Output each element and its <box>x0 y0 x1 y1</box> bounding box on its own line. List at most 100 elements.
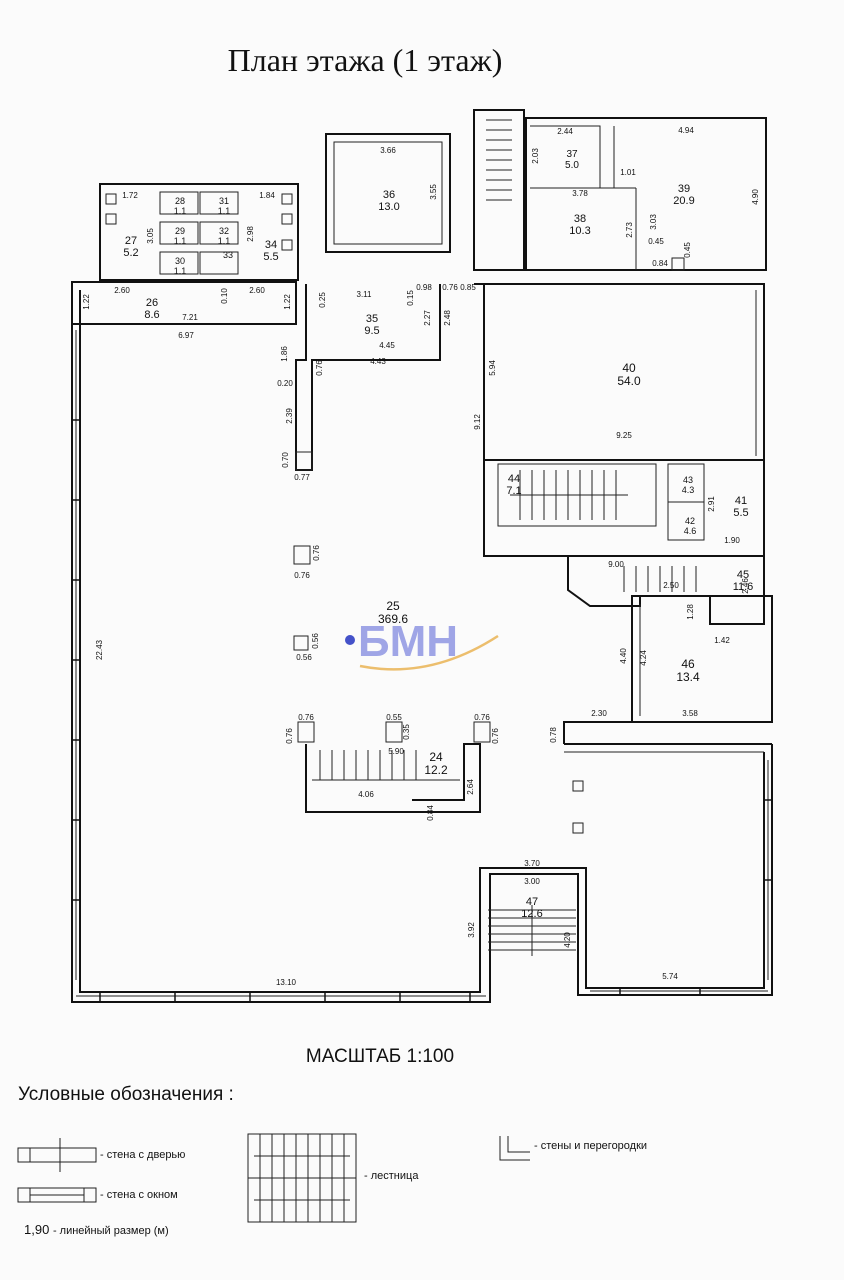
room-area: 1.1 <box>174 206 187 216</box>
room-number: 28 <box>175 196 185 206</box>
dimension-label: 3.58 <box>682 709 698 718</box>
dimension-label: 4.06 <box>358 790 374 799</box>
room-37: 375.0 <box>565 149 579 171</box>
dimension-label: 0.70 <box>281 452 290 468</box>
dimension-label: 0.76 <box>474 713 490 722</box>
room-number: 35 <box>366 313 378 325</box>
stair-24-walls <box>305 743 481 813</box>
dimension-label: 3.03 <box>649 214 658 230</box>
dimension-label: 4.94 <box>678 126 694 135</box>
room-area: 12.2 <box>424 763 448 777</box>
room-number: 44 <box>508 473 520 485</box>
dimension-label: 3.11 <box>357 290 373 299</box>
room-labels: 3613.0375.03810.33920.9275.2281.1291.130… <box>123 149 753 920</box>
columns <box>293 545 491 743</box>
dimension-label: 4.40 <box>619 648 628 664</box>
room-number: 27 <box>125 235 137 247</box>
stair-44-walls <box>483 459 765 557</box>
room-26-walls <box>71 281 297 325</box>
dimension-label: 13.10 <box>276 978 297 987</box>
dimension-label: 0.76 <box>442 283 458 292</box>
room-area: 4.3 <box>682 485 695 495</box>
room-number: 46 <box>681 657 695 671</box>
dimension-labels: 3.663.552.442.031.013.782.733.034.944.90… <box>82 126 760 987</box>
dimension-label: 2.48 <box>443 310 452 326</box>
rooms-37-38-39-walls <box>525 117 767 271</box>
dimension-label: 2.60 <box>114 286 130 295</box>
dimension-label: 3.66 <box>380 146 396 155</box>
room-number: 47 <box>526 896 538 908</box>
room-46-walls <box>631 595 773 723</box>
dimension-label: 1.01 <box>620 168 636 177</box>
dimension-label: 1.22 <box>82 294 91 310</box>
dimension-label: 0.76 <box>312 545 321 561</box>
dimension-label: 0.76 <box>315 360 324 376</box>
room-area: 54.0 <box>617 374 641 388</box>
room-number: 36 <box>383 189 395 201</box>
room-number: 25 <box>386 599 400 613</box>
legend-door-wall-symbol <box>17 1138 97 1172</box>
dimension-label: 1.22 <box>283 294 292 310</box>
dimension-label: 0.15 <box>406 290 415 306</box>
dimension-label: 0.77 <box>294 473 310 482</box>
dimension-label: 2.73 <box>625 222 634 238</box>
room-number: 43 <box>683 475 693 485</box>
dimension-label: 9.00 <box>608 560 624 569</box>
room-number: 42 <box>685 516 695 526</box>
dimension-label: 0.76 <box>491 728 500 744</box>
room-area: 5.5 <box>263 251 278 263</box>
room-number: 29 <box>175 226 185 236</box>
dimension-label: 0.84 <box>426 805 435 821</box>
dimension-label: 2.91 <box>707 496 716 512</box>
dimension-label: 0.10 <box>220 288 229 304</box>
dimension-label: 2.30 <box>591 709 607 718</box>
room-28: 281.1 <box>174 196 187 216</box>
svg-text:БМН: БМН <box>358 617 458 666</box>
room-number: 33 <box>223 250 233 260</box>
stair-shaft-top <box>473 109 525 271</box>
room-area: 8.6 <box>144 309 159 321</box>
dimension-label: 2.98 <box>246 226 255 242</box>
room-area: 13.4 <box>676 670 700 684</box>
dimension-label: 4.24 <box>639 650 648 666</box>
dimension-label: 2.39 <box>285 408 294 424</box>
dimension-label: 0.84 <box>652 259 668 268</box>
dimension-label: 2.44 <box>557 127 573 136</box>
room-44: 447.1 <box>506 473 521 497</box>
room-area: 5.0 <box>565 160 579 171</box>
legend-dimension-value: 1,90 <box>24 1222 50 1237</box>
dimension-label: 4.90 <box>751 189 760 205</box>
dimension-label: 0.20 <box>277 379 293 388</box>
room-area: 13.0 <box>378 201 399 213</box>
dimension-label: 0.76 <box>294 571 310 580</box>
room-42: 424.6 <box>684 516 697 536</box>
room-number: 24 <box>429 750 443 764</box>
dimension-label: 0.56 <box>296 653 312 662</box>
room-41: 415.5 <box>733 495 748 519</box>
dimension-label: 2.64 <box>466 779 475 795</box>
legend-title: Условные обозначения : <box>18 1084 234 1105</box>
dimension-label: 0.56 <box>311 633 320 649</box>
room-area: 5.2 <box>123 247 138 259</box>
room-number: 31 <box>219 196 229 206</box>
dimension-label: 0.35 <box>402 724 411 740</box>
main-hall-walls <box>71 282 773 1003</box>
dimension-label: 0.45 <box>648 237 664 246</box>
lower-right-partition <box>563 721 772 834</box>
dimension-label: 3.05 <box>146 228 155 244</box>
room-area: 1.1 <box>218 206 231 216</box>
dimension-label: 4.45 <box>379 341 395 350</box>
room-area: 4.6 <box>684 526 697 536</box>
dimension-label: 4.43 <box>370 357 386 366</box>
dimension-label: 1.72 <box>122 191 138 200</box>
room-35: 359.5 <box>364 313 379 337</box>
room-43: 434.3 <box>682 475 695 495</box>
dimension-label: 22.43 <box>95 639 104 660</box>
legend-window-wall-symbol <box>17 1187 97 1203</box>
room-number: 45 <box>737 569 749 581</box>
